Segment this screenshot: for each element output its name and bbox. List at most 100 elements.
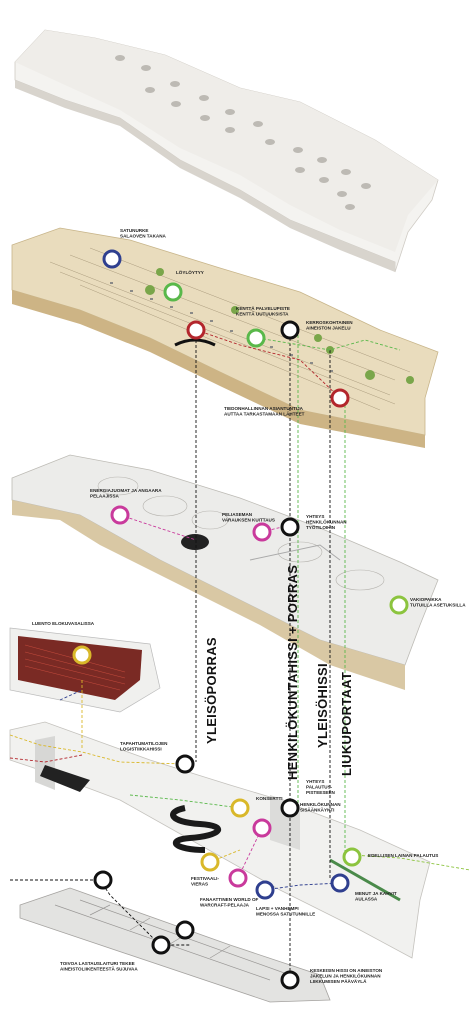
label-line: KERROSKOHTAINEN xyxy=(306,320,353,325)
marker-yhteys_palautus xyxy=(280,798,300,818)
marker-satunurkka xyxy=(102,249,122,269)
label-line: LUENTO ELOKUVASALISSA xyxy=(32,621,95,626)
label-line: AUTTAA TARKASTAMAAN LÄHTEET xyxy=(224,410,305,416)
label-line: VIERAS xyxy=(191,881,208,886)
label-line: HENKILÖKUNNAN xyxy=(300,801,341,807)
label-line: SATUNURKE xyxy=(120,228,149,233)
marker-keskeisin xyxy=(280,970,300,990)
marker-lapsi xyxy=(255,880,275,900)
label-line: AULASSA xyxy=(355,896,378,901)
label-line: TUTUILLA ASETUKSILLA xyxy=(410,602,466,607)
label-line: SALAOVEN TAKANA xyxy=(120,233,167,238)
circulation-lines xyxy=(9,328,471,980)
vertical-label-liukuportaat: LIUKUPORTAAT xyxy=(339,672,354,776)
marker-layer xyxy=(72,249,409,990)
label-line: KENTTÄ PALVELUPISTE xyxy=(236,305,290,311)
marker-kerroskohtainen xyxy=(280,320,300,340)
label-line: ENERGIAJUOMAT JA ANGAARA xyxy=(90,488,162,493)
label-line: YHTEYS xyxy=(306,779,324,784)
label-line: PELAAJISSA xyxy=(90,493,120,498)
vertical-label-henkilokuntahissi: HENKILÖKUNTAHISSI + PORRAS xyxy=(285,565,300,780)
label-line: TIEDONHALLINNAN ASIANTUNTIJA xyxy=(224,406,304,411)
label-line: LAPSI + VANHEMPI xyxy=(256,906,299,911)
label-line: SISÄÄNKÄYNTI xyxy=(300,806,334,812)
marker-menut xyxy=(330,873,350,893)
label-line: LIIKKUMISEN PÄÄVÄYLÄ xyxy=(310,978,367,984)
marker-tapahtumatilojen xyxy=(175,754,195,774)
ground-floor xyxy=(9,721,431,959)
label-line: LÖYLÖYTYY xyxy=(176,269,204,275)
marker-edellinen xyxy=(342,847,362,867)
label-line: TOIVOA LASTAUSLAITURI TEKEE xyxy=(60,961,135,966)
label-line: AINEISTOLIIKENTEESTÄ SUJUVAA xyxy=(60,965,138,971)
vertical-label-yleisoporras: YLEISÖPORRAS xyxy=(204,637,219,744)
label-line: TAPAHTUMATILOJEN xyxy=(120,741,168,746)
label-line: PISTEESEEN xyxy=(306,790,336,795)
marker-fanaattinen xyxy=(228,868,248,888)
top-floor xyxy=(11,227,439,448)
marker-peliaseman xyxy=(252,522,272,542)
label-line: PALAUTUS- xyxy=(306,784,333,789)
label-line: VARAUKSEN KUITTAUS xyxy=(222,517,275,522)
label-konsertti: KONSERTTI xyxy=(256,796,283,801)
label-line: MENOSSA SATUTUNNILLE xyxy=(256,911,315,916)
marker-luento xyxy=(72,645,92,665)
label-line: PELIASEMAN xyxy=(222,512,253,517)
label-line: KENTTÄ UUTUUKSISTA xyxy=(236,310,289,316)
label-line: EDELLISEN LAINAN PALAUTUS xyxy=(368,853,438,858)
marker-loytyy xyxy=(163,282,183,302)
marker-energiajuomat xyxy=(110,505,130,525)
vertical-label-yleisohissi: YLEISÖHISSI xyxy=(315,663,330,748)
marker-konsertti xyxy=(230,798,250,818)
marker-vakiopaikka xyxy=(389,595,409,615)
label-loytyy: LÖYLÖYTYY xyxy=(176,269,204,275)
marker-asiantuntija xyxy=(186,320,206,340)
label-line: TYÖTILOIHIN xyxy=(306,524,336,530)
label-line: YHTEYS xyxy=(306,514,324,519)
marker-sisaankaynti xyxy=(252,818,272,838)
label-line: KONSERTTI xyxy=(256,796,283,801)
label-festivaali: FESTIVAALI-VIERAS xyxy=(191,876,219,886)
marker-festivaali xyxy=(200,852,220,872)
marker-asiantuntija2 xyxy=(330,388,350,408)
label-line: KESKEISIN HISSI ON AINEISTON xyxy=(310,968,383,973)
label-edellinen: EDELLISEN LAINAN PALAUTUS xyxy=(368,853,438,858)
marker-toivoa_b xyxy=(151,935,171,955)
label-line: HENKILÖKUNNAN xyxy=(306,518,347,524)
label-luento: LUENTO ELOKUVASALISSA xyxy=(32,621,95,626)
marker-palvelupiste xyxy=(246,328,266,348)
label-line: WARCRAFT-PELAAJA xyxy=(200,902,250,907)
label-line: AINEISTON JAKELU xyxy=(306,325,351,330)
label-line: FESTIVAALI- xyxy=(191,876,219,881)
label-line: JAKELUN JA HENKILÖKUNNAN xyxy=(310,972,381,978)
marker-toivoa xyxy=(93,870,113,890)
label-line: LOGISTIIKKAHISSI xyxy=(120,746,162,751)
marker-toivoa_c xyxy=(175,920,195,940)
label-line: MENUT JA KAHVIT xyxy=(355,891,397,896)
roof-slab xyxy=(14,29,439,273)
label-line: VAKIOPAIKKA xyxy=(410,597,442,602)
label-line: FANAATTINEN WORLD OF xyxy=(200,897,259,902)
roof-skylights xyxy=(115,55,371,210)
auditorium-section xyxy=(9,627,161,713)
marker-yhteys_tyotiloihin xyxy=(280,517,300,537)
